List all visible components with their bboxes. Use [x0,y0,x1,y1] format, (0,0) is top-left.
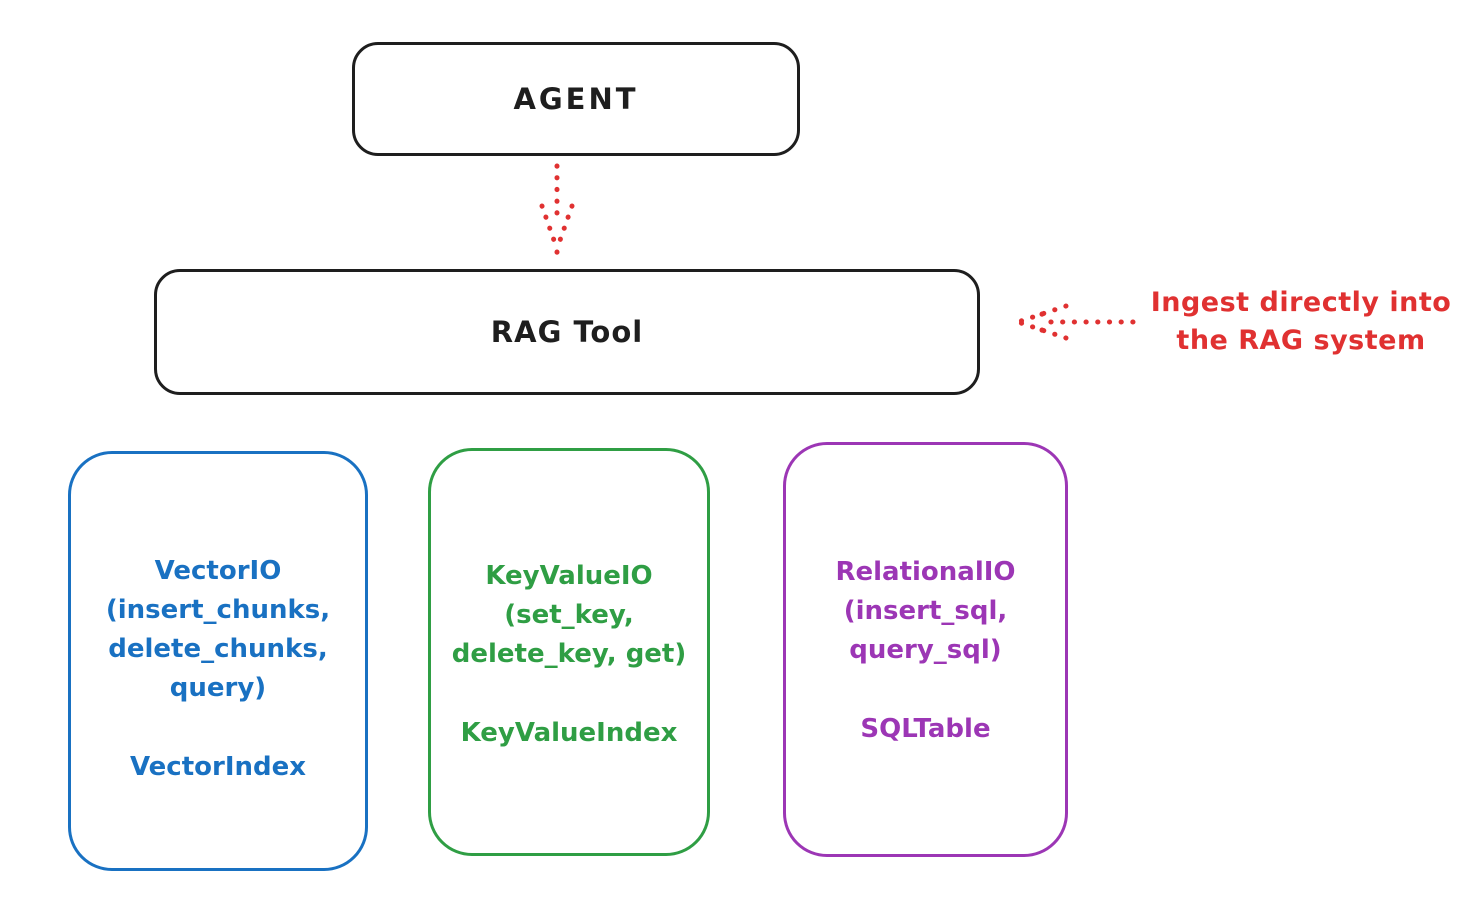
ingest-annotation-label: Ingest directly into the RAG system [1136,284,1466,360]
relationalio-node: RelationalIO (insert_sql, query_sql) SQL… [783,442,1068,857]
ingest-annotation-line1: Ingest directly into [1150,287,1452,318]
ingest-annotation-line2: the RAG system [1176,325,1426,356]
arrow-down-icon [539,163,575,255]
keyvalueio-node: KeyValueIO (set_key, delete_key, get) Ke… [428,448,710,856]
keyvalueio-title: KeyValueIO [485,561,653,591]
vectorio-sig-line3: query) [169,673,267,703]
vectorio-sig-line1: (insert_chunks, [105,595,331,625]
keyvalueio-sig-line2: delete_key, get) [451,639,687,669]
ingest-annotation-arrow [1012,300,1138,350]
relationalio-sig-line2: query_sql) [849,635,1002,665]
arrow-left-icon [1018,303,1136,341]
vectorio-index-label: VectorIndex [129,752,307,782]
vectorio-title: VectorIO [154,556,282,586]
rag-tool-node: RAG Tool [154,269,980,395]
agent-node: AGENT [352,42,800,156]
rag-tool-node-label: RAG Tool [490,315,644,349]
relationalio-index-label: SQLTable [860,714,991,744]
agent-to-ragtool-arrow [535,162,579,262]
relationalio-title: RelationalIO [835,557,1016,587]
keyvalueio-sig-line1: (set_key, [504,600,634,630]
keyvalueio-index-label: KeyValueIndex [460,718,678,748]
agent-node-label: AGENT [513,82,639,116]
vectorio-node: VectorIO (insert_chunks, delete_chunks, … [68,451,368,871]
relationalio-sig-line1: (insert_sql, [843,596,1008,626]
vectorio-sig-line2: delete_chunks, [108,634,328,664]
